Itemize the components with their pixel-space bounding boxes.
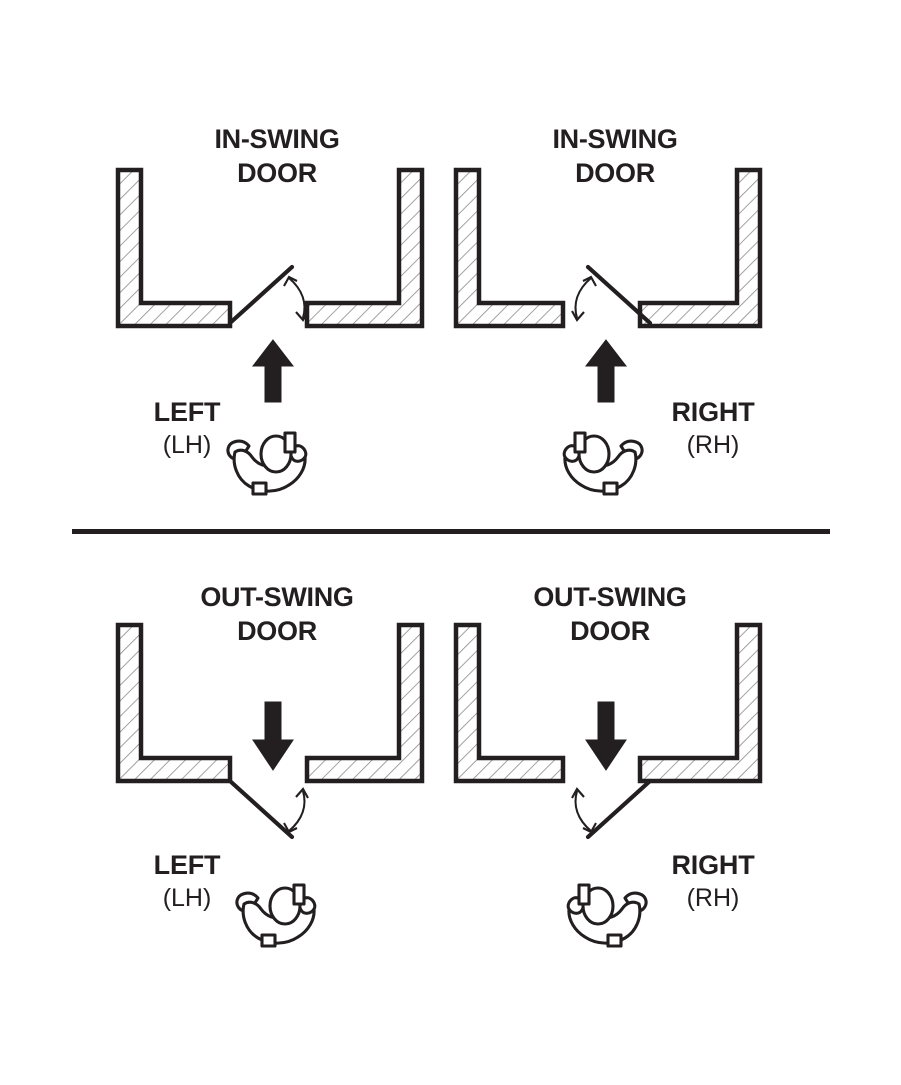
up-arrow-icon-in-swing-left: [251, 339, 295, 403]
swing-arc-head-top: [283, 822, 298, 834]
door-leaf-out-swing-left: [227, 778, 295, 840]
door-leaf-line: [585, 264, 653, 326]
middle-left: [283, 431, 297, 454]
wall-right: [637, 622, 763, 784]
ring-left: [251, 481, 268, 496]
swing-arc-head-top: [582, 822, 597, 834]
swing-arc-double-arrow-icon-in-swing-right: [571, 275, 597, 322]
open-hand-right-icon-out-swing-right: [566, 883, 648, 948]
up-arrow-icon-in-swing-right: [584, 339, 628, 403]
panel-title-line1: IN-SWING: [214, 124, 340, 154]
ring-left: [260, 933, 277, 948]
swing-arc-head-top: [283, 275, 298, 287]
hand-label-out-swing-left: LEFT (LH): [97, 849, 277, 914]
wall-right: [304, 622, 425, 784]
wall-left: [115, 167, 233, 329]
wall-plan-in-swing-right: [453, 167, 763, 329]
door-leaf-line: [227, 264, 295, 326]
panel-title-in-swing-right: IN-SWING DOOR: [485, 122, 745, 190]
swing-arc-path: [288, 277, 306, 319]
open-hand-left-icon-out-swing-left: [235, 883, 317, 948]
door-leaf-in-swing-left: [227, 264, 295, 326]
swing-arc-path: [574, 277, 592, 319]
swing-arc-head-bottom: [295, 310, 309, 322]
open-hand-left-icon-in-swing-left: [226, 431, 308, 496]
panel-title-line2: DOOR: [237, 158, 317, 188]
door-leaf-out-swing-right: [585, 778, 653, 840]
panel-title-in-swing-left: IN-SWING DOOR: [147, 122, 407, 190]
wall-plan-out-swing-right: [453, 622, 763, 784]
swing-arc-double-arrow-icon-in-swing-left: [283, 275, 309, 322]
swing-arc-head-top: [582, 275, 597, 287]
swing-arc-double-arrow-icon-out-swing-left: [283, 787, 309, 834]
door-leaf-line: [585, 778, 653, 840]
panel-title-line1: OUT-SWING: [200, 582, 354, 612]
wall-left: [115, 622, 233, 784]
panel-title-line1: OUT-SWING: [533, 582, 687, 612]
panel-title-line2: DOOR: [570, 616, 650, 646]
door-leaf-line: [227, 778, 295, 840]
wall-left: [453, 167, 566, 329]
down-arrow-icon-out-swing-left: [252, 701, 294, 771]
ring-right: [606, 933, 623, 948]
swing-arc-head-bottom: [295, 787, 309, 799]
hand-label-sub: (LH): [162, 431, 212, 459]
hand-label-in-swing-right: RIGHT (RH): [623, 396, 803, 461]
middle-right: [577, 883, 591, 906]
ring-right: [602, 481, 619, 496]
hand-label-sub: (RH): [686, 884, 740, 912]
down-arrow-icon-out-swing-right: [585, 701, 627, 771]
hand-label-sub: (LH): [162, 884, 212, 912]
swing-arc-head-bottom: [571, 310, 585, 322]
middle-right: [573, 431, 587, 454]
door-leaf-in-swing-right: [585, 264, 653, 326]
middle-left: [292, 883, 306, 906]
hand-label-main: LEFT: [153, 397, 221, 427]
hand-label-in-swing-left: LEFT (LH): [97, 396, 277, 461]
hand-label-out-swing-right: RIGHT (RH): [623, 849, 803, 914]
section-divider: [72, 529, 830, 534]
swing-arc-double-arrow-icon-out-swing-right: [571, 787, 597, 834]
hand-label-main: RIGHT: [671, 397, 755, 427]
arrow-shape: [585, 701, 627, 771]
panel-title-line1: IN-SWING: [552, 124, 678, 154]
wall-right: [304, 167, 425, 329]
hand-label-main: RIGHT: [671, 850, 755, 880]
hand-label-sub: (RH): [686, 431, 740, 459]
wall-plan-out-swing-left: [115, 622, 425, 784]
panel-title-line2: DOOR: [237, 616, 317, 646]
swing-arc-path: [288, 790, 306, 832]
arrow-shape: [251, 339, 295, 403]
hand-label-main: LEFT: [153, 850, 221, 880]
panel-title-line2: DOOR: [575, 158, 655, 188]
arrow-shape: [584, 339, 628, 403]
panel-title-out-swing-right: OUT-SWING DOOR: [470, 580, 750, 648]
wall-left: [453, 622, 566, 784]
arrow-shape: [252, 701, 294, 771]
wall-right: [637, 167, 763, 329]
wall-plan-in-swing-left: [115, 167, 425, 329]
panel-title-out-swing-left: OUT-SWING DOOR: [137, 580, 417, 648]
open-hand-right-icon-in-swing-right: [562, 431, 644, 496]
swing-arc-path: [574, 790, 592, 832]
swing-arc-head-bottom: [571, 787, 585, 799]
